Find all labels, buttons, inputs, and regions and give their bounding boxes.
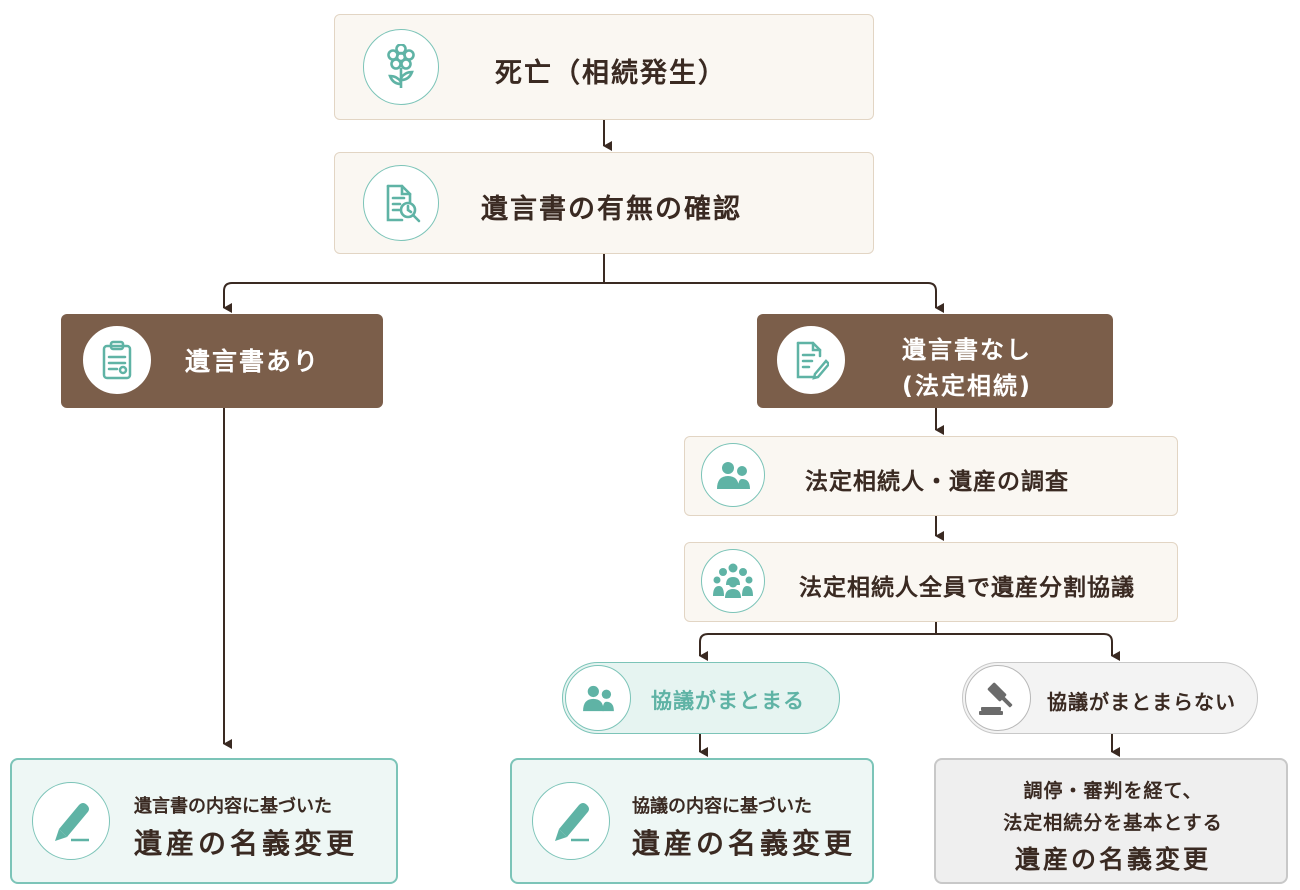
node-no-will: 遺言書なし (法定相続) bbox=[757, 314, 1113, 408]
people-icon bbox=[701, 443, 765, 507]
pen-icon bbox=[532, 782, 610, 860]
result-court-line3: 遺産の名義変更 bbox=[1014, 845, 1211, 874]
pen-icon bbox=[32, 782, 110, 860]
investigate-label: 法定相続人・遺産の調査 bbox=[805, 469, 1069, 495]
result-agreed-line2: 遺産の名義変更 bbox=[632, 827, 857, 860]
node-will-exists: 遺言書あり bbox=[61, 314, 383, 408]
clipboard-icon bbox=[83, 326, 151, 394]
node-death: 死亡（相続発生） bbox=[334, 14, 874, 120]
death-label: 死亡（相続発生） bbox=[495, 58, 727, 89]
will-exists-label: 遺言書あり bbox=[185, 347, 321, 376]
result-court-line1: 調停・審判を経て、 bbox=[1023, 780, 1203, 802]
node-agreed: 協議がまとまる bbox=[562, 662, 840, 734]
document-search-icon bbox=[363, 165, 439, 241]
arrow-consult-to-agreed bbox=[699, 622, 937, 661]
result-court-line2: 法定相続分を基本とする bbox=[1003, 812, 1223, 834]
node-consultation: 法定相続人全員で遺産分割協議 bbox=[684, 542, 1178, 622]
node-result-court: 調停・審判を経て、 法定相続分を基本とする 遺産の名義変更 bbox=[934, 758, 1288, 884]
people-icon bbox=[565, 665, 631, 731]
node-not-agreed: 協議がまとまらない bbox=[962, 662, 1258, 734]
node-result-agreed: 協議の内容に基づいた 遺産の名義変更 bbox=[510, 758, 874, 884]
consultation-label: 法定相続人全員で遺産分割協議 bbox=[799, 575, 1135, 601]
arrow-confirm-to-nowill bbox=[604, 282, 944, 313]
arrow-consult-to-notagreed bbox=[936, 633, 1120, 661]
arrow-confirm-to-will bbox=[223, 254, 605, 313]
gavel-icon bbox=[965, 665, 1031, 731]
no-will-label-1: 遺言書なし bbox=[902, 336, 1032, 364]
confirm-will-label: 遺言書の有無の確認 bbox=[481, 194, 742, 225]
result-will-line1: 遺言書の内容に基づいた bbox=[134, 796, 332, 817]
node-confirm-will: 遺言書の有無の確認 bbox=[334, 152, 874, 254]
not-agreed-label: 協議がまとまらない bbox=[1047, 690, 1236, 714]
group-icon bbox=[701, 549, 765, 613]
result-will-line2: 遺産の名義変更 bbox=[134, 827, 359, 860]
node-investigate: 法定相続人・遺産の調査 bbox=[684, 436, 1178, 516]
node-result-will: 遺言書の内容に基づいた 遺産の名義変更 bbox=[10, 758, 398, 884]
document-pen-icon bbox=[777, 326, 845, 394]
agreed-label: 協議がまとまる bbox=[651, 689, 805, 713]
result-agreed-line1: 協議の内容に基づいた bbox=[632, 796, 812, 817]
no-will-label-2: (法定相続) bbox=[902, 372, 1032, 400]
flower-icon bbox=[363, 29, 439, 105]
